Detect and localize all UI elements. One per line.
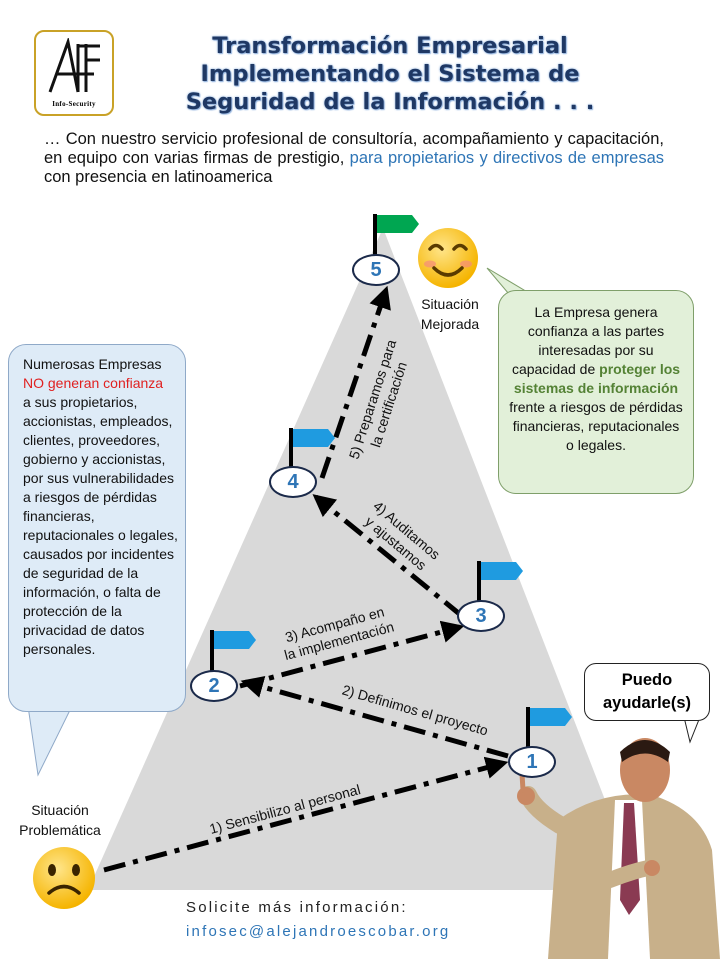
step-node-3: 3 — [457, 600, 505, 632]
left-bubble-tail — [27, 705, 73, 777]
path-step-2 — [240, 676, 509, 759]
intro-text: … Con nuestro servicio profesional de co… — [44, 130, 664, 167]
intro-paragraph: … Con nuestro servicio profesional de co… — [44, 130, 664, 187]
flag-icon — [373, 214, 419, 256]
bubble-highlight: proteger los sistemas de información — [513, 361, 681, 396]
smiling-face-icon — [418, 228, 478, 288]
problem-speech-bubble: Numerosas Empresas NO generan confianza a … — [8, 344, 186, 712]
frowning-face-icon — [33, 847, 95, 909]
flag-icon — [289, 428, 335, 470]
pyramid-shape — [88, 228, 640, 890]
intro-highlight: para propietarios y directivos de empres… — [349, 149, 664, 167]
title-line: Implementando el Sistema de — [200, 61, 580, 87]
label-line: Mejorada — [420, 316, 480, 332]
step-node-4: 4 — [269, 466, 317, 498]
contact-label: Solicite más información: — [186, 899, 408, 916]
contact-info: Solicite más información: infosec@alejan… — [186, 896, 450, 944]
logo-text: Info-Security — [52, 100, 96, 108]
callout-line: ayudarle(s) — [602, 694, 692, 712]
contact-email-link[interactable]: infosec@alejandroescobar.org — [186, 923, 451, 940]
bubble-text: La Empresa genera confianza a las partes… — [511, 304, 665, 377]
problem-situation-label: Situación Problemática — [4, 800, 116, 840]
bubble-text: frente a riesgos de pérdidas financieras… — [509, 399, 683, 453]
callout-line: Puedo — [621, 671, 673, 689]
path-step-4 — [312, 494, 464, 618]
flag-icon — [477, 561, 523, 603]
flag-icon — [526, 707, 572, 748]
step-node-2: 2 — [190, 670, 238, 702]
title-line: Seguridad de la Información . . . — [185, 89, 595, 115]
bubble-text: Numerosas Empresas — [23, 356, 162, 372]
logo-mark-icon — [48, 38, 100, 93]
path-step-5 — [319, 285, 391, 479]
help-callout: Puedo ayudarle(s) — [584, 663, 710, 721]
step-node-5: 5 — [352, 254, 400, 286]
bubble-text: a sus propietarios, accionistas, emplead… — [23, 394, 178, 657]
presenter-figure — [517, 738, 720, 959]
company-logo: Info-Security — [34, 30, 114, 116]
improved-situation-label: Situación Mejorada — [404, 294, 496, 334]
step-node-1: 1 — [508, 746, 556, 778]
title-line: Transformación Empresarial — [212, 33, 568, 59]
improvement-speech-bubble: La Empresa genera confianza a las partes… — [498, 290, 694, 494]
bubble-highlight: NO generan confianza — [23, 375, 164, 391]
intro-text: con presencia en latinoamerica — [44, 168, 273, 186]
label-line: Problemática — [19, 822, 101, 838]
label-line: Situación — [31, 802, 89, 818]
flag-icon — [210, 630, 256, 672]
label-line: Situación — [421, 296, 479, 312]
path-step-3 — [239, 620, 465, 689]
path-step-1 — [103, 756, 509, 873]
page-title: Transformación Empresarial Implementando… — [150, 32, 630, 116]
